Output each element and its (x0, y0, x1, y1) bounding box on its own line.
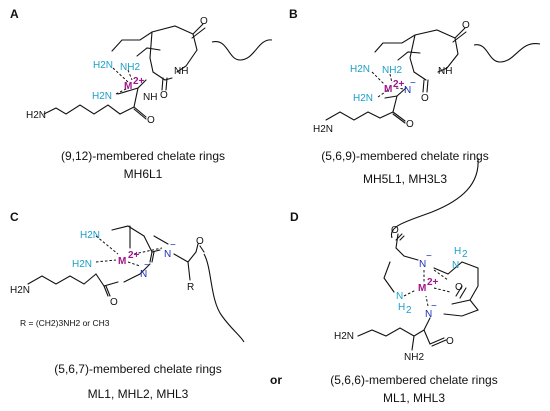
panel-d-amine-h-2: H (398, 302, 405, 313)
panel-b-amide-nh: NH (438, 66, 452, 77)
panel-a-caption: (9,12)-membered chelate rings (61, 149, 225, 163)
panel-d-caption: (5,6,6)-membered chelate rings (330, 373, 497, 387)
panel-a-amine-1: H2N (93, 60, 113, 71)
panel-b-bonds (325, 27, 467, 124)
panel-b-coordination (371, 71, 405, 98)
panel-c-minus-sign-2: − (144, 260, 150, 271)
panel-d-label: D (290, 210, 299, 224)
panel-d-minus-sign-2: − (431, 301, 437, 312)
panel-a-amine-3: H2N (92, 91, 112, 102)
panel-c-minus-sign-1: − (170, 240, 176, 251)
panel-b-lysine-amine: H2N (313, 124, 333, 135)
panel-d-metal-charge: 2+ (427, 277, 439, 288)
panel-d-bonds (357, 233, 479, 351)
panel-a-carbonyl-2: O (160, 90, 168, 101)
panel-d-amine-n-2: N (396, 291, 403, 302)
panel-d-coordination (403, 269, 451, 307)
panel-b-amine-2: NH2 (382, 65, 402, 76)
panel-b-deprotonated-n: N (404, 85, 411, 96)
panel-c-coordination (95, 235, 163, 267)
panel-d-lysine-amine: H2N (334, 331, 354, 342)
panel-d-amine-h-2-sub: 2 (406, 305, 412, 316)
panel-d-carbonyl-3: O (446, 336, 454, 347)
panel-a-label: A (10, 7, 19, 21)
panel-c-amine-2: H2N (72, 259, 92, 270)
panel-c-polymer-tail (203, 253, 245, 343)
panel-c-species: ML1, MHL2, MHL3 (88, 387, 189, 401)
panel-a-coordination (112, 67, 133, 95)
panel-b-minus-sign: − (410, 78, 416, 89)
panel-a-metal: M (124, 81, 132, 92)
panel-a-amide-nh-2: NH (143, 92, 157, 103)
panel-a-species: MH6L1 (124, 167, 163, 181)
panel-d: D N − N − H 2 (290, 157, 498, 405)
panel-c-deprotonated-n-2: N (140, 269, 147, 280)
panel-b-metal-charge: 2+ (393, 79, 405, 90)
panel-b-carbonyl-1: O (462, 20, 470, 31)
panel-d-carbonyl-2: O (455, 282, 463, 293)
panel-b-amine-1: H2N (350, 64, 370, 75)
panel-c-bonds (27, 225, 205, 297)
panel-d-amine-h-1: H (454, 246, 461, 257)
panel-a-amine-2: NH2 (120, 62, 140, 73)
panel-d-amine-n-1: N (452, 260, 459, 271)
panel-a-bonds (43, 23, 206, 120)
panel-a-carbonyl-1: O (200, 16, 208, 27)
panel-b: B H2N NH2 H2N M 2+ N (289, 7, 541, 186)
panel-a-amide-nh-1: NH (174, 66, 188, 77)
panel-b-species: MH5L1, MH3L3 (363, 172, 447, 186)
panel-b-carbonyl-2: O (421, 93, 429, 104)
panel-a-polymer-tail (211, 39, 273, 61)
panel-d-deprotonated-n-1: N (419, 259, 426, 270)
panel-d-carbonyl-1: O (391, 225, 399, 236)
panel-d-amine-h-1-sub: 2 (462, 249, 468, 260)
panel-d-metal: M (418, 283, 426, 294)
panel-d-polymer-tail (390, 157, 479, 239)
panel-c-r-group: R (187, 282, 194, 293)
panel-b-caption: (5,6,9)-membered chelate rings (321, 149, 488, 163)
panel-a: A H2N NH2 H2N M 2+ NH NH (10, 7, 273, 181)
or-connector: or (270, 373, 282, 387)
panel-a-lysine-amine: H2N (26, 110, 46, 121)
panel-b-label: B (289, 7, 298, 21)
panel-c-label: C (10, 210, 19, 224)
panel-c-r-definition: R = (CH2)3NH2 or CH3 (20, 318, 110, 328)
panel-d-alpha-amine: NH2 (404, 352, 424, 363)
panel-c: C H2N H2N M 2+ N − (10, 210, 245, 401)
panel-c-metal-charge: 2+ (128, 250, 140, 261)
panel-c-lysine-amine: H2N (10, 285, 30, 296)
panel-b-polymer-tail (473, 43, 541, 63)
panel-a-metal-charge: 2+ (133, 76, 145, 87)
panel-c-caption: (5,6,7)-membered chelate rings (54, 362, 221, 376)
panel-b-amine-3: H2N (353, 93, 373, 104)
panel-c-amine-1: H2N (80, 230, 100, 241)
panel-c-carbonyl-2: O (110, 297, 118, 308)
panel-b-carbonyl-3: O (406, 119, 414, 130)
panel-c-carbonyl-1: O (196, 236, 204, 247)
panel-d-deprotonated-n-2: N (425, 309, 432, 320)
panel-c-deprotonated-n-1: N (164, 249, 171, 260)
panel-d-species: ML1, MHL3 (383, 391, 445, 405)
panel-a-carbonyl-3: O (147, 115, 155, 126)
panel-c-metal: M (118, 256, 126, 267)
panel-b-metal: M (384, 84, 392, 95)
panel-d-minus-sign-1: − (426, 251, 432, 262)
